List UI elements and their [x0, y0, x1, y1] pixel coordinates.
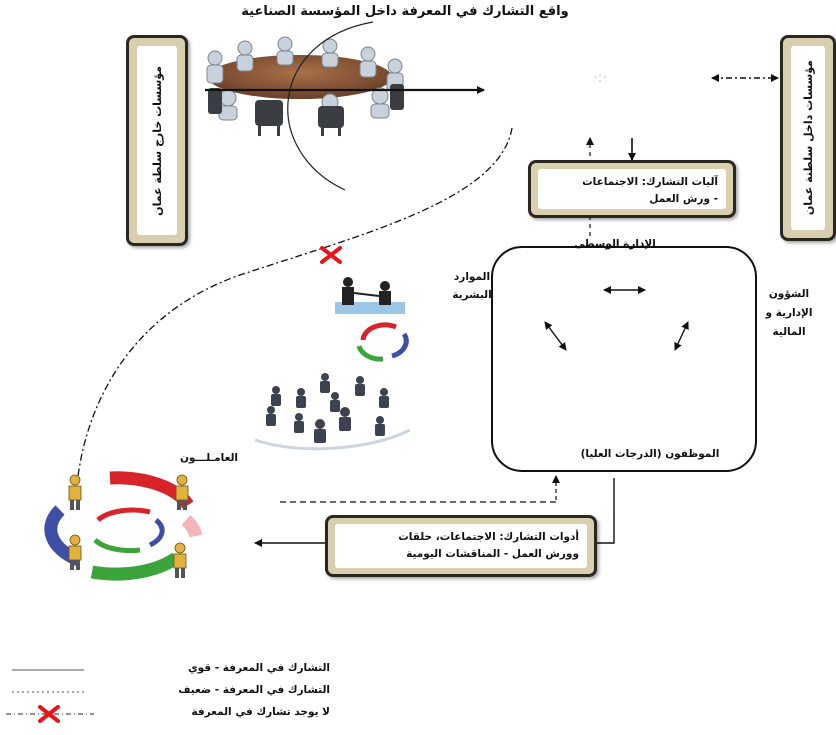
tools-line-1: أدوات التشارك: الاجتماعات، حلقات	[398, 531, 579, 543]
no-sharing-curve	[77, 127, 513, 477]
external-institutions-label: مؤسسات خارج سلطة عمان	[150, 65, 164, 216]
admin-finance-label: الشؤون الإدارية و المالية	[758, 285, 820, 342]
org-diag-arrow-left	[544, 321, 567, 351]
diagram-title: واقع التشارك في المعرفة داخل المؤسسة الص…	[241, 4, 569, 19]
handshake-illustration	[335, 277, 405, 314]
workers-label: العامـلـــون	[179, 452, 239, 464]
hr-label-line-1: الموارد	[453, 271, 491, 283]
worker-figures	[68, 474, 189, 578]
faint-mark: ·:·	[593, 70, 607, 86]
internal-institutions-box: مؤسسات داخل سلطنة عمان	[780, 35, 836, 241]
hr-label-line-2: البشرية	[452, 289, 492, 301]
internal-institutions-label: مؤسسات داخل سلطنة عمان	[801, 60, 815, 216]
org-diag-arrow-right	[674, 321, 689, 351]
small-cycle-icon	[356, 322, 409, 362]
org-to-tools-line	[594, 478, 615, 544]
legend-label-weak: التشارك في المعرفة - ضعيف	[178, 684, 330, 696]
admin-finance-line-2: الإدارية و	[765, 307, 813, 319]
mechanisms-line-2: - ورش العمل	[649, 193, 718, 205]
external-institutions-box: مؤسسات خارج سلطة عمان	[126, 35, 188, 246]
legend-cross-icon	[38, 705, 60, 723]
senior-staff-label: الموظفون (الدرجات العليا)	[580, 448, 720, 460]
org-frame	[491, 246, 757, 472]
tools-box: أدوات التشارك: الاجتماعات، حلقات وورش ال…	[325, 515, 597, 577]
tools-line-2: وورش العمل - المناقشات اليومية	[406, 548, 579, 560]
middle-management-label: الإدارة الوسطى	[574, 238, 656, 250]
meeting-room-illustration	[206, 21, 404, 191]
people-network-illustration	[254, 373, 411, 451]
mechanisms-box: آليات التشارك: الاجتماعات - ورش العمل	[528, 160, 736, 218]
mechanisms-line-1: آليات التشارك: الاجتماعات	[582, 176, 718, 188]
hr-label: الموارد البشرية	[450, 268, 494, 304]
no-sharing-cross-icon	[320, 246, 342, 264]
admin-finance-line-3: المالية	[772, 326, 806, 338]
admin-finance-line-1: الشؤون	[768, 288, 810, 300]
legend-label-strong: التشارك في المعرفة - قوي	[188, 662, 330, 674]
legend-label-none: لا يوجد تشارك في المعرفة	[191, 706, 330, 718]
